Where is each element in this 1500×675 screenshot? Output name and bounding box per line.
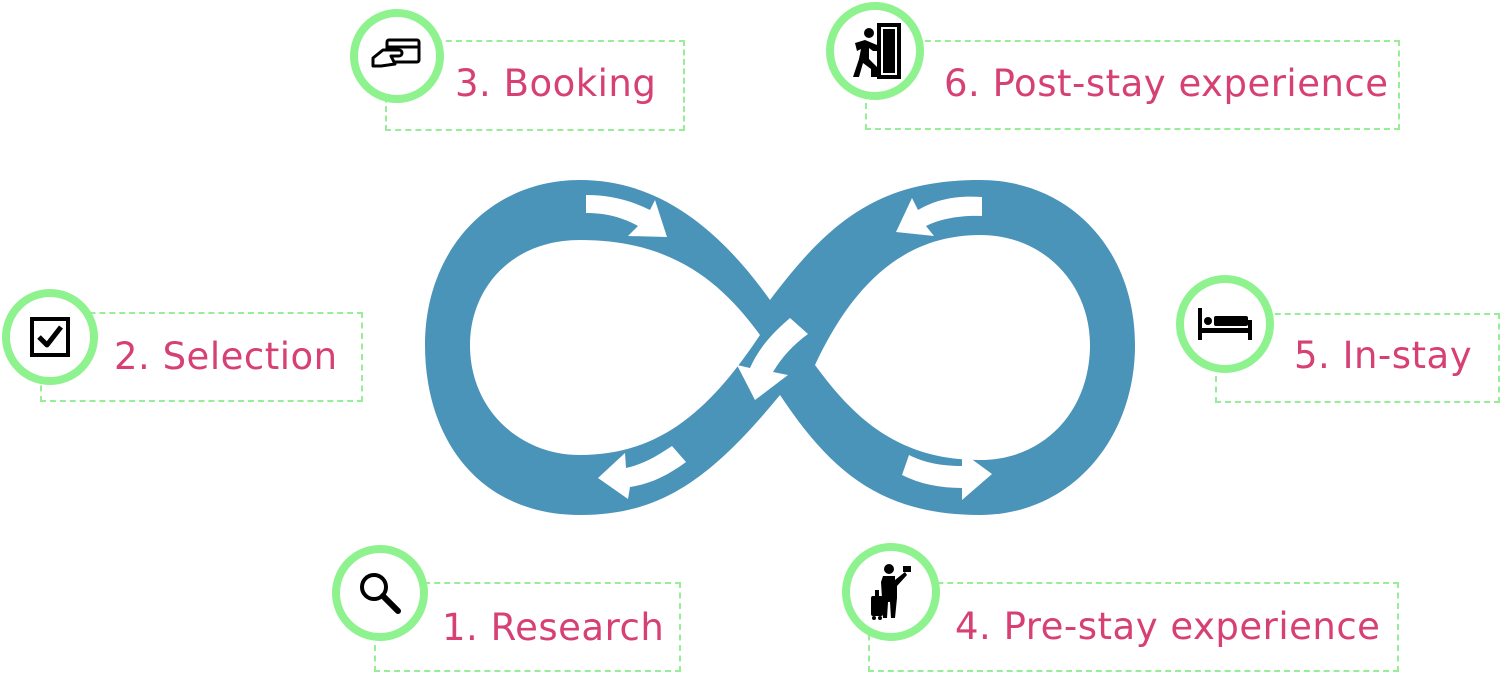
flow-arrow-center — [737, 318, 808, 400]
flow-arrow-top-left — [586, 195, 667, 237]
step-pre-stay-icon-ring — [842, 543, 940, 641]
card-in-hand-icon — [371, 38, 421, 68]
bed-icon — [1198, 308, 1252, 340]
magnifier-icon — [360, 573, 401, 614]
checkbox-icon — [30, 317, 70, 357]
step-booking-label: 3. Booking — [455, 62, 657, 105]
traveler-with-luggage-icon — [871, 564, 911, 620]
step-pre-stay-label: 4. Pre-stay experience — [955, 605, 1381, 648]
step-selection-label: 2. Selection — [114, 335, 338, 378]
step-in-stay-icon-ring — [1176, 275, 1274, 373]
step-research-label: 1. Research — [442, 606, 665, 649]
step-selection-icon-ring — [2, 289, 98, 385]
step-post-stay-label: 6. Post-stay experience — [944, 62, 1389, 105]
flow-arrow-bottom-right — [902, 452, 992, 500]
step-in-stay-label: 5. In-stay — [1294, 334, 1473, 377]
step-research-icon-ring — [332, 545, 428, 641]
person-leaving-door-icon — [853, 23, 901, 79]
step-booking-icon-ring — [350, 9, 444, 103]
flow-arrow-top-right — [896, 196, 982, 236]
flow-arrow-bottom-left — [598, 446, 686, 499]
step-post-stay-icon-ring — [826, 2, 924, 100]
